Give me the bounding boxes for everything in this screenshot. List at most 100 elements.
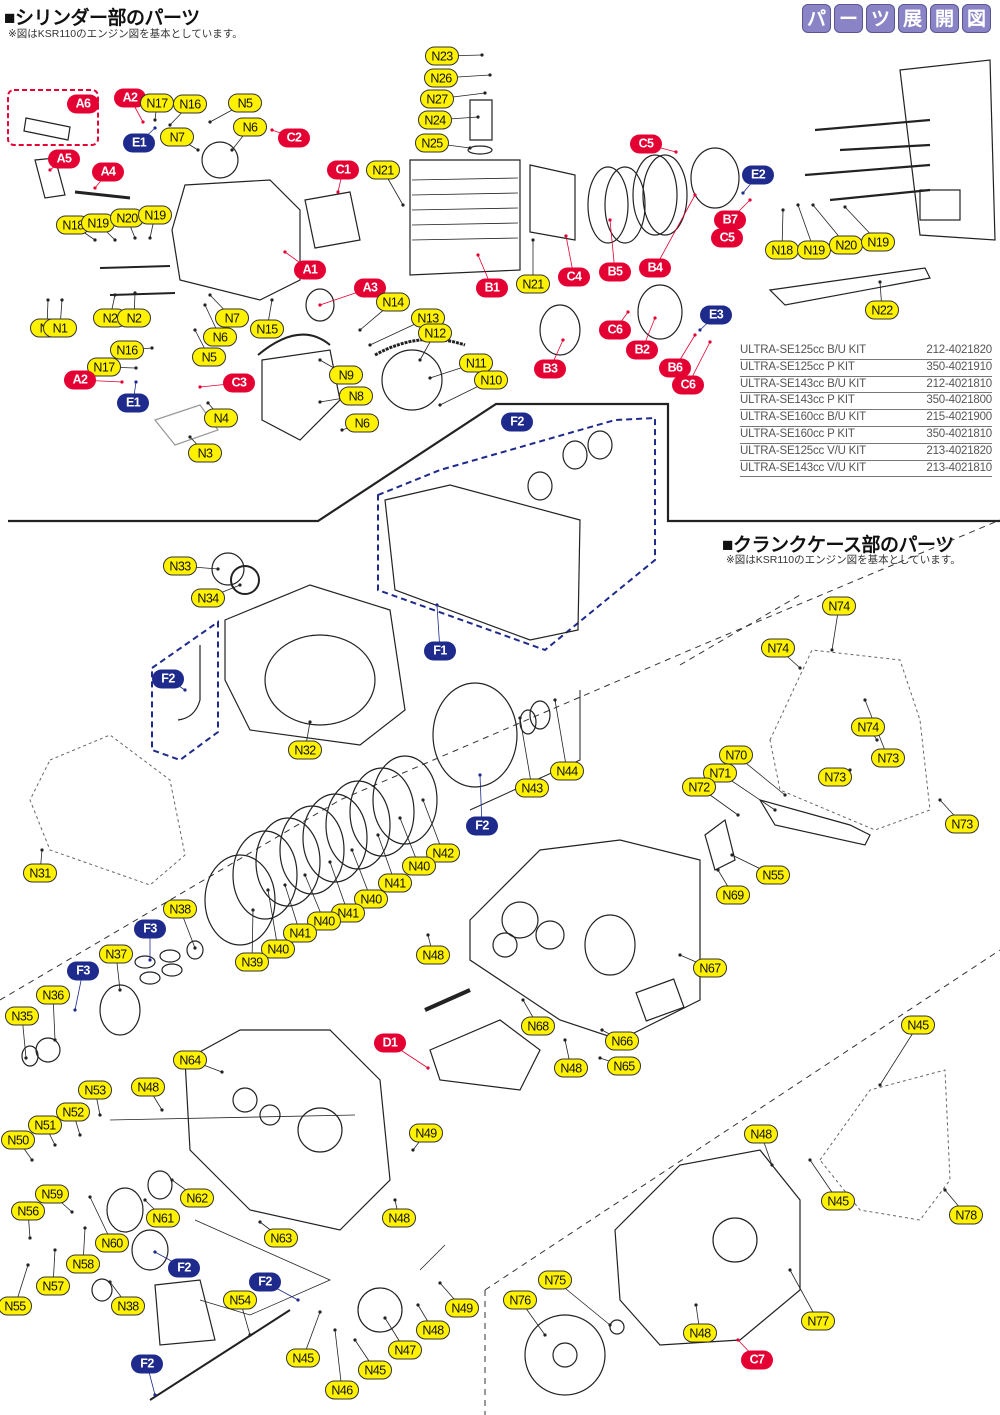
part-label-c7: C7 [741,1350,773,1370]
leader-dot [808,1158,812,1162]
part-label-n49: N49 [409,1123,443,1143]
leader-dot [521,998,525,1002]
badge-char: パ [802,4,831,33]
piston-outline [539,304,581,356]
part-label-n1: N1 [43,318,77,338]
part-label-n15: N15 [250,319,284,339]
leader-dot [318,358,322,362]
leader-dot [118,988,122,992]
leader-dot [438,403,442,407]
part-label-a4: A4 [92,162,124,182]
kit-code: 212-4021820 [926,344,992,356]
leader-dot [478,773,482,777]
leader-dot [608,218,612,222]
leader-dot [401,203,405,207]
leader-dot [134,380,138,384]
part-label-n19: N19 [797,240,831,260]
badge-char: 図 [962,4,991,33]
gasket-outline [304,191,361,249]
part-label-f2: F2 [501,412,533,432]
part-label-n41: N41 [378,873,412,893]
leader-dot [748,198,752,202]
part-label-n27: N27 [420,89,454,109]
part-label-n17: N17 [140,93,174,113]
kit-name: ULTRA-SE143cc P KIT [740,394,855,407]
leader-dot [160,1108,164,1112]
leader-dot [153,1393,157,1397]
leader-dot [418,358,422,362]
part-label-c6: C6 [672,375,704,395]
spring-outline [106,1187,144,1233]
leader-dot [435,603,439,607]
piston-outline [637,284,683,340]
idle-gear-outline [357,1287,403,1333]
part-label-n76: N76 [503,1290,537,1310]
leader-dot [798,666,802,670]
part-label-n4: N4 [204,408,238,428]
part-label-n35: N35 [5,1006,39,1026]
part-label-n8: N8 [339,386,373,406]
shift-fork-outline [154,1279,216,1346]
leader-dot [678,953,682,957]
leader-dot [148,958,152,962]
leader-dot [198,385,202,389]
leader-dot [708,340,712,344]
part-label-a6: A6 [67,94,99,114]
part-label-n77: N77 [801,1311,835,1331]
part-label-n54: N54 [223,1290,257,1310]
shift-shaft-outline [149,1309,291,1401]
leader-dot [736,813,740,817]
gasket-ring [257,333,331,356]
leader-dot [28,1236,32,1240]
leader-dot [133,291,137,295]
leader-dot [376,833,380,837]
part-label-c5: C5 [711,228,743,248]
part-label-n41: N41 [283,923,317,943]
part-label-b6: B6 [659,358,691,378]
kit-name: ULTRA-SE143cc B/U KIT [740,377,866,390]
part-label-n63: N63 [264,1228,298,1248]
part-label-n36: N36 [36,985,70,1005]
cylinder-head-outline [171,179,301,301]
tensioner-outline [469,99,493,141]
part-label-n14: N14 [376,292,410,312]
leader-dot [358,328,362,332]
part-label-n56: N56 [11,1201,45,1221]
leader-dot [488,73,492,77]
leader-dot [693,333,697,337]
part-label-n13: N13 [411,308,445,328]
leader-dot [428,376,432,380]
kit-name: ULTRA-SE143cc V/U KIT [740,461,866,474]
leader-dot [476,253,480,257]
leader-dot [318,400,322,404]
part-label-a3: A3 [354,278,386,298]
leader-dot [336,190,340,194]
part-label-n47: N47 [388,1340,422,1360]
part-label-n48: N48 [382,1208,416,1228]
part-label-n44: N44 [550,761,584,781]
part-label-a1: A1 [294,260,326,280]
leader-dot [153,118,157,122]
leader-dot [153,1250,157,1254]
part-label-a2: A2 [114,88,146,108]
leader-dot [53,1143,57,1147]
part-label-b7: B7 [714,210,746,230]
leader-dot [93,186,97,190]
part-label-n20: N20 [829,235,863,255]
part-label-n19: N19 [138,205,172,225]
leader-dot [626,310,630,314]
leader-dot [193,946,197,950]
spare-group-box [7,89,99,146]
part-label-e1: E1 [117,393,149,413]
leader-dot [796,203,800,207]
leader-dot [333,1328,337,1332]
kit-code: 213-4021820 [926,444,992,457]
part-label-n38: N38 [163,899,197,919]
part-label-n16: N16 [173,94,207,114]
part-label-n64: N64 [173,1050,207,1070]
part-label-n6: N6 [345,413,379,433]
part-label-n48: N48 [416,945,450,965]
leader-dot [134,366,138,370]
